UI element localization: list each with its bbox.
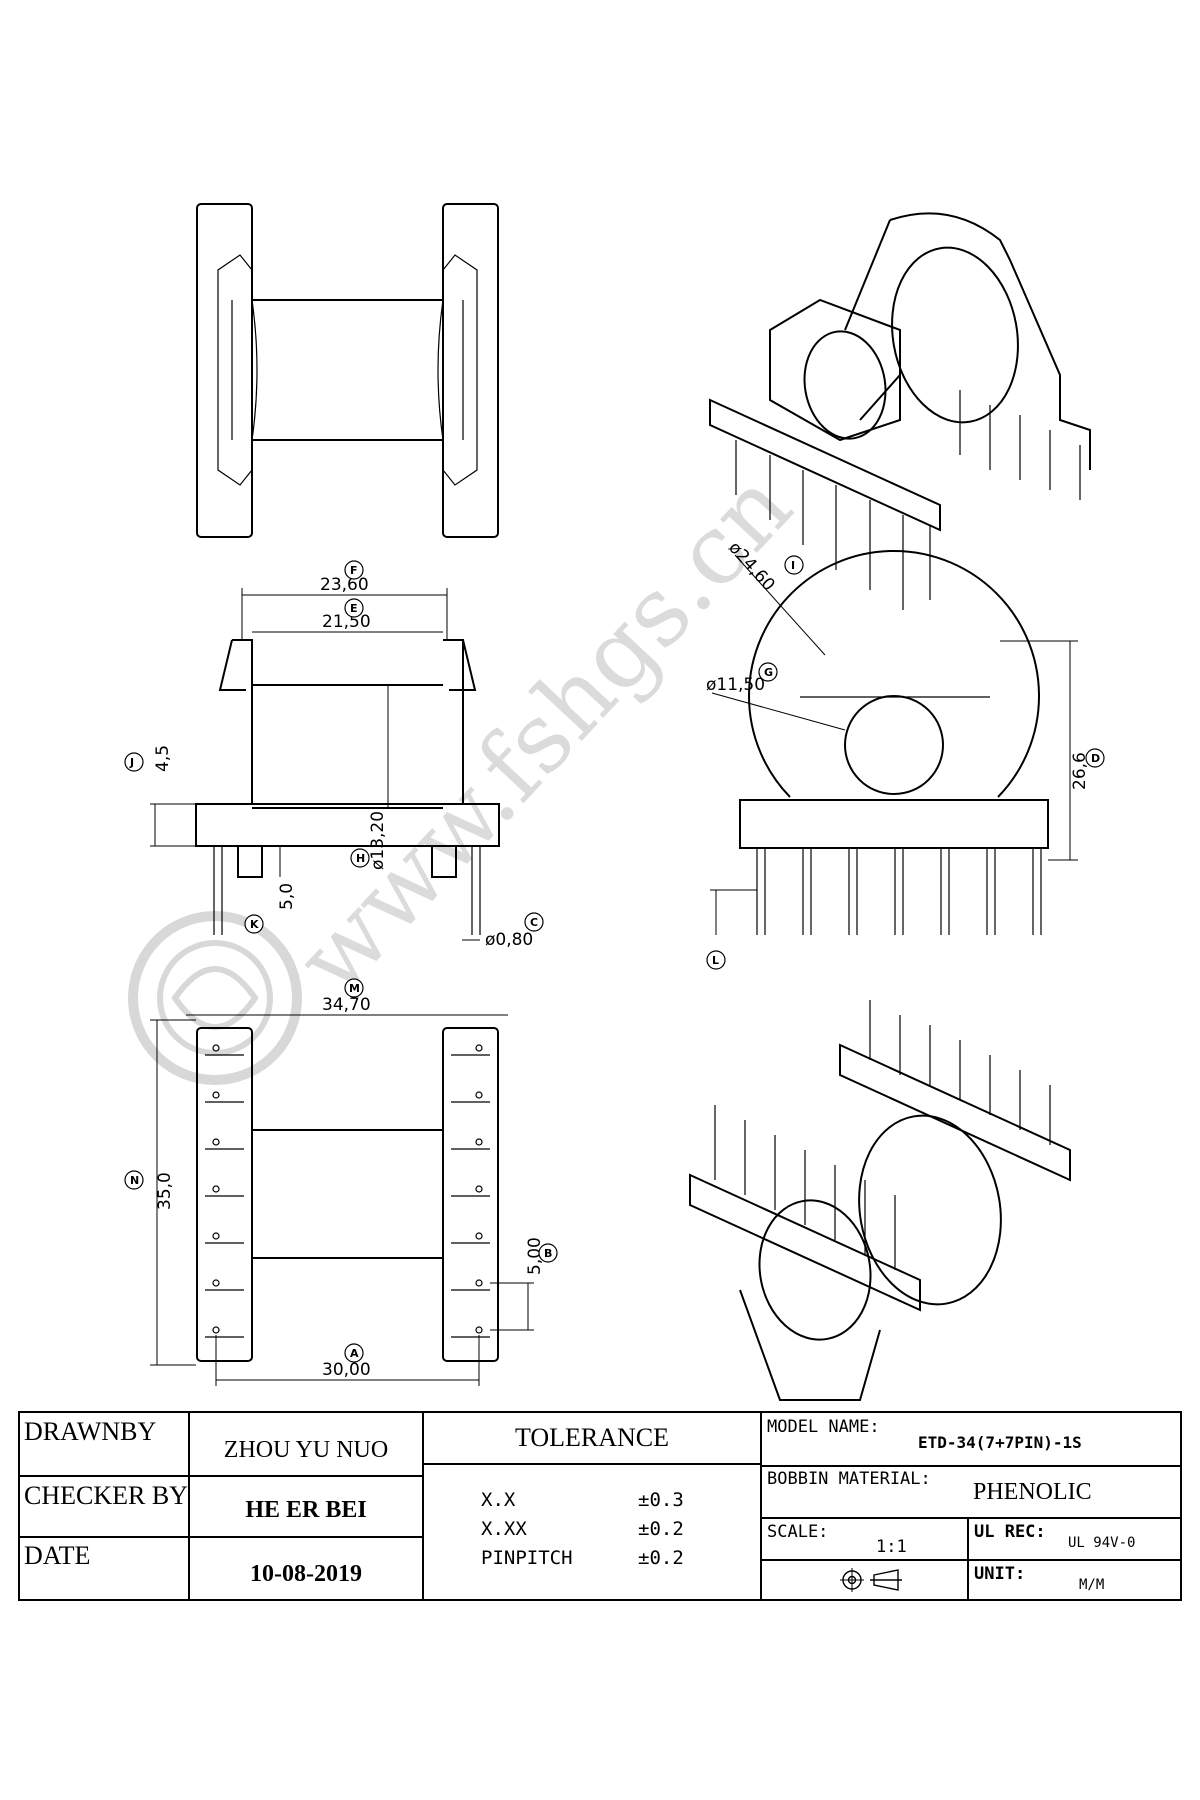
dim-A-value: 30,00 bbox=[322, 1360, 371, 1380]
callout-I: I bbox=[791, 559, 795, 572]
callout-A: A bbox=[350, 1347, 359, 1360]
tolerance-value-3: ±0.2 bbox=[638, 1547, 684, 1569]
tolerance-value-1: ±0.3 bbox=[638, 1489, 684, 1511]
front-view: 23,60 21,50 ø13,20 4,5 5,0 ø0,80 bbox=[150, 575, 533, 950]
dim-H-value: ø13,20 bbox=[368, 811, 388, 870]
dim-J-value: 4,5 bbox=[153, 745, 173, 772]
bottom-view: 34,70 35,0 5,00 30,00 bbox=[150, 995, 545, 1386]
watermark: www.fshgs.cn bbox=[275, 450, 813, 1016]
callout-J: J bbox=[129, 756, 134, 769]
checker-label: CHECKER BY bbox=[24, 1481, 188, 1510]
ul-rec-label: UL REC: bbox=[974, 1522, 1046, 1542]
dim-M-value: 34,70 bbox=[322, 995, 371, 1015]
unit-value: M/M bbox=[1079, 1577, 1105, 1593]
callout-L: L bbox=[712, 954, 719, 967]
dim-B-value: 5,00 bbox=[525, 1237, 545, 1275]
dim-C-value: ø0,80 bbox=[485, 930, 533, 950]
callout-F: F bbox=[350, 564, 358, 577]
isometric-view-bottom bbox=[689, 1000, 1071, 1401]
callout-B: B bbox=[544, 1247, 552, 1260]
tolerance-label: TOLERANCE bbox=[514, 1423, 670, 1452]
dim-D-value: 26,6 bbox=[1070, 752, 1090, 790]
callout-C: C bbox=[530, 916, 538, 929]
bobbin-material-label: BOBBIN MATERIAL: bbox=[767, 1469, 931, 1489]
watermark-text: www.fshgs.cn bbox=[275, 450, 813, 1016]
callout-M: M bbox=[349, 982, 360, 995]
date-value: 10-08-2019 bbox=[250, 1561, 362, 1587]
drawn-by-label: DRAWNBY bbox=[24, 1417, 157, 1446]
callout-K: K bbox=[250, 918, 259, 931]
title-block: DRAWNBY ZHOU YU NUO CHECKER BY HE ER BEI… bbox=[18, 1411, 1182, 1601]
side-view: 26,6 ø24,60 ø11,50 bbox=[706, 538, 1090, 935]
dim-G-value: ø11,50 bbox=[706, 675, 765, 695]
tolerance-key-3: PINPITCH bbox=[481, 1547, 573, 1569]
model-name-value: ETD-34(7+7PIN)-1S bbox=[918, 1433, 1082, 1452]
tolerance-value-2: ±0.2 bbox=[638, 1518, 684, 1540]
dim-K-value: 5,0 bbox=[277, 883, 297, 910]
bobbin-material-value: PHENOLIC bbox=[973, 1479, 1092, 1505]
tolerance-key-2: X.XX bbox=[481, 1518, 527, 1540]
scale-value: 1:1 bbox=[876, 1537, 907, 1557]
title-block-grid bbox=[18, 1411, 1182, 1601]
side-view-pins bbox=[756, 848, 1042, 935]
pin-slots bbox=[205, 1044, 490, 1338]
watermark-seal-icon bbox=[128, 911, 302, 1085]
isometric-view-top bbox=[709, 212, 1091, 610]
top-view bbox=[196, 203, 499, 538]
model-name-label: MODEL NAME: bbox=[767, 1417, 880, 1437]
unit-label: UNIT: bbox=[974, 1564, 1026, 1584]
date-label: DATE bbox=[24, 1541, 91, 1570]
checker-value: HE ER BEI bbox=[245, 1497, 367, 1523]
callout-E: E bbox=[350, 602, 358, 615]
scale-label: SCALE: bbox=[767, 1522, 829, 1542]
callout-N: N bbox=[130, 1174, 139, 1187]
callout-G: G bbox=[764, 666, 773, 679]
dim-F-value: 23,60 bbox=[320, 575, 369, 595]
drawn-by-value: ZHOU YU NUO bbox=[223, 1437, 389, 1463]
tolerance-key-1: X.X bbox=[481, 1489, 516, 1511]
projection-symbol-icon bbox=[838, 1565, 908, 1600]
callout-H: H bbox=[356, 852, 365, 865]
dim-E-value: 21,50 bbox=[322, 612, 371, 632]
callout-markers: F E J H K C I G D L M N B A bbox=[124, 555, 1105, 1363]
ul-rec-value: UL 94V-0 bbox=[1068, 1535, 1136, 1551]
callout-D: D bbox=[1091, 752, 1100, 765]
dim-N-value: 35,0 bbox=[155, 1172, 175, 1210]
